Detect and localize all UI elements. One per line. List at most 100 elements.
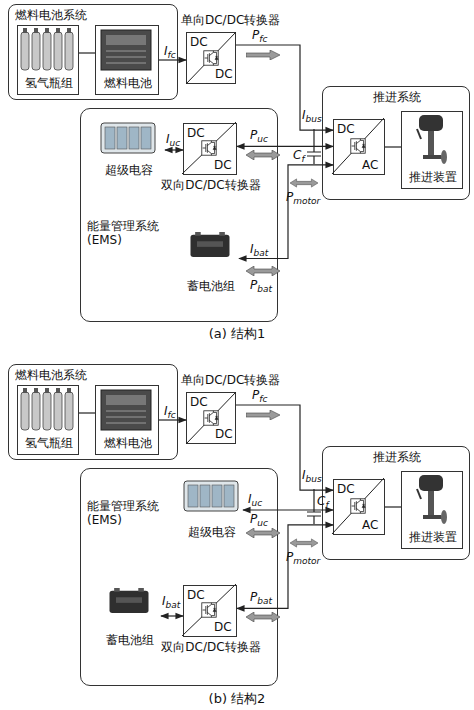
hydrogen-tank: 氢气瓶组	[17, 385, 79, 455]
dc-converter: DCDC双向DC/DC转换器	[183, 123, 237, 175]
edge-label: Puc	[250, 512, 268, 526]
inverter: DCAC	[333, 119, 385, 175]
hydrogen-tank: 氢气瓶组	[17, 25, 79, 95]
edge-label: Iuc	[166, 132, 180, 146]
node-text: 推进系统	[323, 450, 471, 464]
component-label: Cf	[317, 494, 329, 508]
capacitor-symbol	[307, 129, 321, 164]
fuel-cell-picture	[101, 390, 151, 430]
edge-label: Pbat	[250, 590, 272, 604]
node-text: 单向DC/DC转换器	[181, 373, 280, 387]
inverter: DC AC	[333, 479, 385, 535]
node-text: DC	[215, 67, 233, 81]
node-text: 能量管理系统(EMS)	[87, 219, 163, 247]
connector-line	[243, 509, 333, 510]
propulsion-group: 推进系统 DC AC 推进装置	[322, 446, 470, 560]
connector-line	[385, 506, 401, 507]
power-arrow	[246, 528, 280, 538]
node-text: 燃料电池	[96, 76, 160, 90]
switch-symbol	[351, 499, 365, 513]
node-text: DC	[214, 620, 232, 634]
node-text: DC	[337, 482, 355, 496]
node-text: DC	[215, 427, 233, 441]
signal-label: Iuc	[248, 492, 262, 506]
power-arrow	[290, 539, 318, 547]
supercap-picture	[184, 481, 238, 511]
signal-label: Ibus	[302, 108, 322, 122]
node-text: 蓄电池组	[99, 633, 161, 647]
propulsion-unit: 推进装置	[401, 471, 463, 549]
node-text: 推进装置	[402, 530, 464, 544]
node-text: 单向DC/DC转换器	[181, 13, 280, 27]
dc-converter: DCDC双向DC/DC转换器	[183, 585, 237, 637]
node-text: 推进装置	[402, 170, 464, 184]
switch-symbol	[202, 603, 216, 617]
battery-pack: 蓄电池组	[99, 581, 161, 651]
switch-symbol	[202, 141, 216, 155]
dc-converter: 单向DC/DC转换器DCDC	[186, 392, 236, 444]
fuel-cell: 燃料电池	[95, 25, 159, 95]
node-text: 能量管理系统(EMS)	[87, 499, 163, 527]
connector-line	[79, 412, 95, 413]
power-arrow	[290, 179, 318, 187]
edge-label: Pbat	[250, 278, 272, 292]
node-text: DC	[187, 588, 205, 602]
connector-line	[161, 615, 183, 616]
supercap-picture	[101, 123, 155, 153]
node-text: AC	[362, 518, 378, 532]
node-text: 氢气瓶组	[18, 436, 80, 450]
node-text: DC	[190, 395, 208, 409]
figure-caption: (a) 结构1	[0, 327, 474, 341]
power-arrow	[246, 612, 280, 622]
connector-line	[385, 146, 401, 147]
edge-label: Puc	[250, 128, 268, 142]
edge-label: Pfc	[252, 28, 267, 42]
connector-line	[237, 146, 333, 147]
node-text: 燃料电池系统	[15, 8, 87, 22]
edge-label: Ifc	[164, 404, 176, 418]
signal-label: Pmotor	[286, 550, 320, 564]
node-text: 蓄电池组	[183, 279, 239, 293]
edge-label: Pfc	[252, 388, 267, 402]
system-group: 燃料电池系统氢气瓶组 燃料电池	[8, 4, 178, 100]
node-text: 燃料电池系统	[15, 368, 87, 382]
power-arrow	[246, 410, 280, 420]
motor-picture	[417, 115, 447, 164]
battery-pack: 蓄电池组	[183, 227, 239, 297]
propulsion-unit: 推进装置	[401, 111, 463, 189]
node-text: 双向DC/DC转换器	[154, 178, 268, 192]
motor-picture	[417, 475, 447, 524]
signal-label: Ibat	[250, 242, 268, 256]
node-text: 氢气瓶组	[18, 76, 80, 90]
connector-line	[236, 405, 333, 490]
system-group: 燃料电池系统氢气瓶组 燃料电池	[8, 364, 178, 460]
switch-symbol	[351, 139, 365, 153]
battery-picture	[191, 232, 230, 257]
switch-symbol	[204, 51, 218, 65]
hydrogen-picture	[21, 28, 73, 70]
switch-symbol	[204, 411, 218, 425]
node-text: DC	[337, 122, 355, 136]
connector-line	[236, 45, 333, 130]
node-text: 推进系统	[323, 90, 471, 104]
power-arrow	[246, 266, 280, 276]
node-text: DC	[190, 35, 208, 49]
connector-line	[237, 525, 333, 608]
component-label: Cf	[293, 148, 305, 162]
node-text: 超级电容	[181, 525, 243, 539]
component-pictures	[21, 28, 447, 613]
connector-line	[79, 52, 95, 53]
capacitor-symbols	[307, 129, 321, 524]
fuel-cell: 燃料电池	[95, 385, 159, 455]
fuel-cell-picture	[101, 30, 151, 70]
dc-converter: 单向DC/DC转换器DCDC	[186, 32, 236, 84]
node-text: 双向DC/DC转换器	[154, 640, 268, 654]
signal-label: Pmotor	[286, 190, 320, 204]
supercapacitor: 超级电容	[93, 119, 165, 181]
power-arrow	[246, 50, 280, 60]
connector-line	[239, 165, 333, 259]
battery-picture	[110, 588, 149, 613]
